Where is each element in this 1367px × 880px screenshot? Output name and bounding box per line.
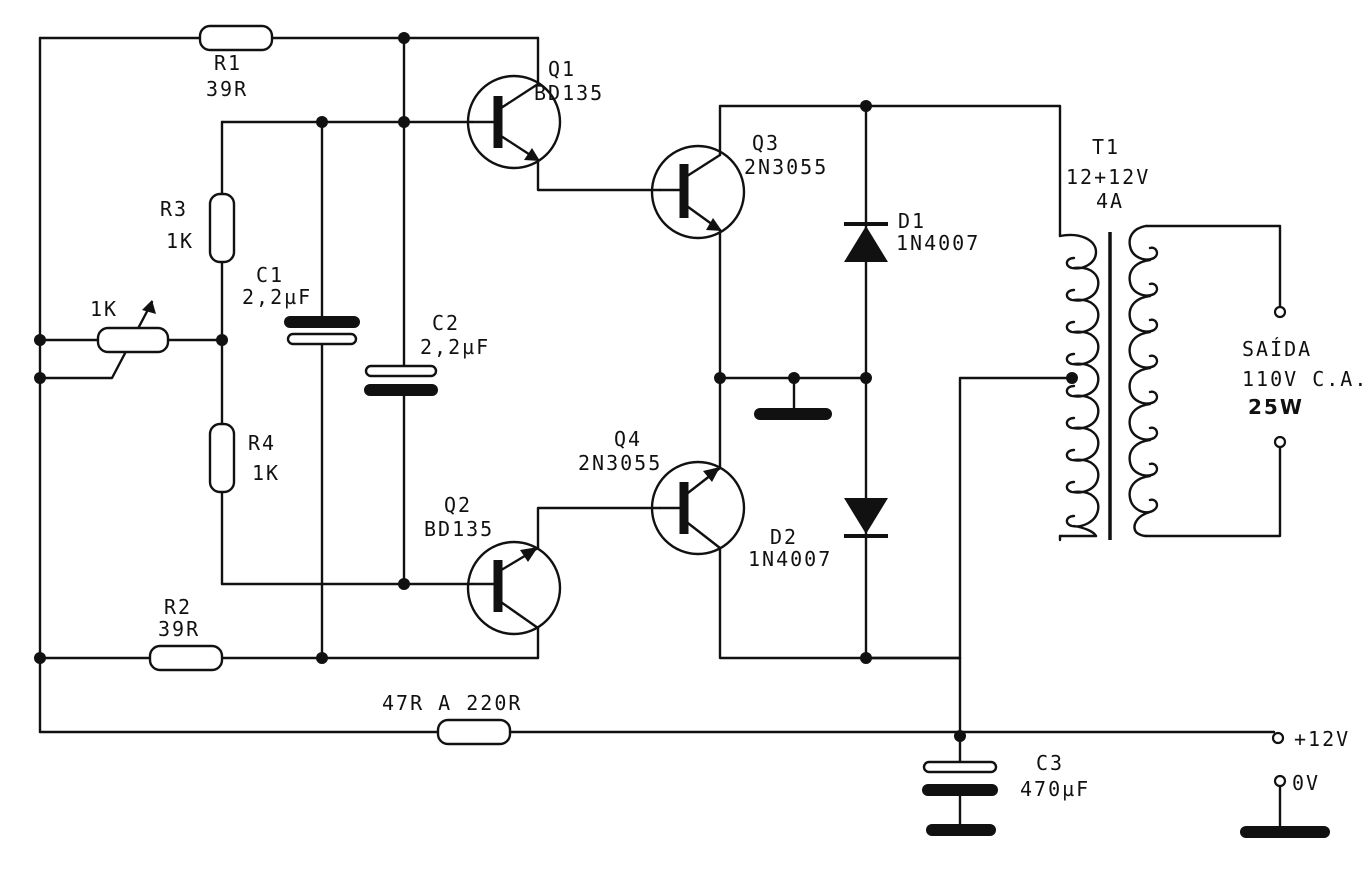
ground-label: 0V bbox=[1292, 771, 1320, 795]
transistor-q2 bbox=[466, 540, 562, 636]
c1-value-label: 2,2µF bbox=[242, 285, 312, 309]
c3-value-label: 470µF bbox=[1020, 777, 1090, 801]
transistor-q3 bbox=[650, 144, 746, 240]
r3-name-label: R3 bbox=[160, 197, 188, 221]
transistor-q1 bbox=[466, 74, 562, 170]
junction-nodes bbox=[34, 32, 1078, 742]
resistor-r2 bbox=[148, 644, 224, 672]
resistor-r1 bbox=[198, 24, 274, 52]
c2-value-label: 2,2µF bbox=[420, 335, 490, 359]
c3-name-label: C3 bbox=[1036, 751, 1064, 775]
capacitor-c2 bbox=[364, 364, 438, 396]
diode-d2 bbox=[844, 498, 888, 538]
output-terminal-top bbox=[1273, 305, 1287, 319]
d2-name-label: D2 bbox=[770, 525, 798, 549]
q2-value-label: BD135 bbox=[424, 517, 494, 541]
r1-value-label: 39R bbox=[206, 77, 248, 101]
t1-voltage-label: 12+12V bbox=[1066, 165, 1150, 189]
resistor-r3 bbox=[208, 192, 236, 264]
capacitor-c3 bbox=[922, 760, 998, 796]
c2-name-label: C2 bbox=[432, 311, 460, 335]
d1-name-label: D1 bbox=[898, 209, 926, 233]
q4-value-label: 2N3055 bbox=[578, 451, 662, 475]
q3-name-label: Q3 bbox=[752, 131, 780, 155]
t1-name-label: T1 bbox=[1092, 135, 1120, 159]
r3-value-label: 1K bbox=[166, 229, 194, 253]
r4-name-label: R4 bbox=[248, 431, 276, 455]
r2-value-label: 39R bbox=[158, 617, 200, 641]
q3-value-label: 2N3055 bbox=[744, 155, 828, 179]
c1-name-label: C1 bbox=[256, 263, 284, 287]
transformer-t1 bbox=[1058, 224, 1159, 540]
q4-name-label: Q4 bbox=[614, 427, 642, 451]
output-terminal-bottom bbox=[1273, 435, 1287, 449]
t1-current-label: 4A bbox=[1096, 189, 1124, 213]
r2-name-label: R2 bbox=[164, 595, 192, 619]
r5-value-label: 47R A 220R bbox=[382, 691, 522, 715]
wires bbox=[38, 36, 1282, 832]
r1-name-label: R1 bbox=[214, 51, 242, 75]
q1-value-label: BD135 bbox=[534, 81, 604, 105]
capacitor-c1 bbox=[284, 316, 360, 346]
output-voltage-label: 110V C.A. bbox=[1242, 367, 1367, 391]
pot-value-label: 1K bbox=[90, 297, 118, 321]
positive-supply-terminal bbox=[1271, 731, 1285, 745]
resistor-r5 bbox=[436, 718, 512, 746]
transistor-q4 bbox=[650, 460, 746, 556]
d2-value-label: 1N4007 bbox=[748, 547, 832, 571]
positive-supply-label: +12V bbox=[1294, 727, 1350, 751]
pot-arrow-icon bbox=[142, 300, 156, 314]
ground-terminal bbox=[1273, 774, 1287, 788]
d1-value-label: 1N4007 bbox=[896, 231, 980, 255]
output-power-label: 25W bbox=[1248, 395, 1304, 419]
potentiometer bbox=[96, 326, 170, 354]
diode-d1 bbox=[844, 222, 888, 262]
q1-name-label: Q1 bbox=[548, 57, 576, 81]
output-label: SAÍDA bbox=[1242, 337, 1312, 361]
r4-value-label: 1K bbox=[252, 461, 280, 485]
resistor-r4 bbox=[208, 422, 236, 494]
q2-name-label: Q2 bbox=[444, 493, 472, 517]
